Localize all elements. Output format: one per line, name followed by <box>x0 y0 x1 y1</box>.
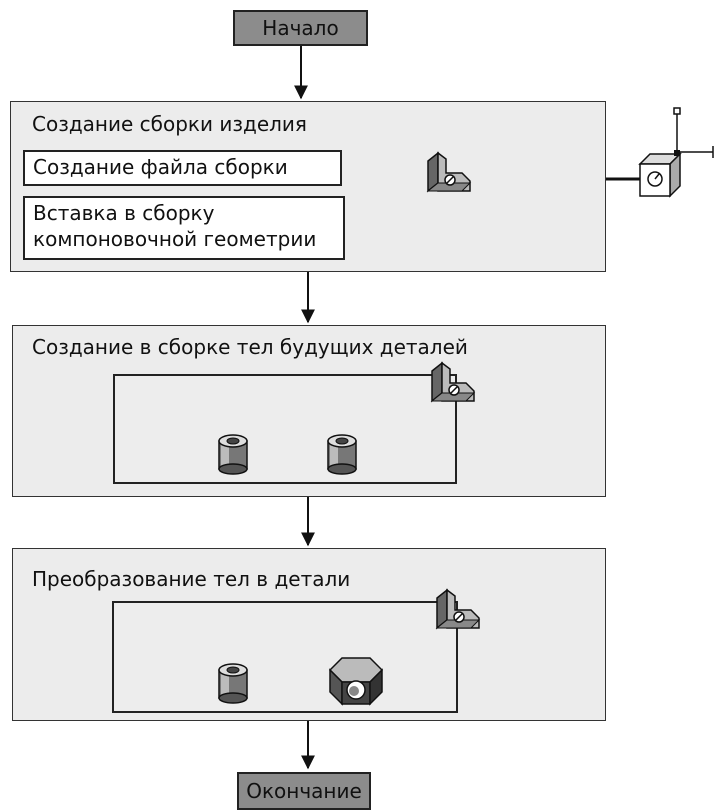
stage3-title: Преобразование тел в детали <box>32 567 351 591</box>
step-insert-layout-geometry-line2: компоновочной геометрии <box>33 227 317 251</box>
stage2-inner-area <box>113 374 457 484</box>
step-create-assembly-file-label: Создание файла сборки <box>33 155 288 179</box>
stage1-title: Создание сборки изделия <box>32 112 307 136</box>
stage3-inner-area <box>112 601 458 713</box>
start-label: Начало <box>262 16 339 40</box>
step-create-assembly-file: Создание файла сборки <box>23 150 342 186</box>
end-terminal: Окончание <box>237 772 371 810</box>
start-terminal: Начало <box>233 10 368 46</box>
step-insert-layout-geometry: Вставка в сборку компоновочной геометрии <box>23 196 345 260</box>
stage2-title: Создание в сборке тел будущих деталей <box>32 335 468 359</box>
end-label: Окончание <box>246 779 362 803</box>
step-insert-layout-geometry-line1: Вставка в сборку <box>33 201 215 225</box>
